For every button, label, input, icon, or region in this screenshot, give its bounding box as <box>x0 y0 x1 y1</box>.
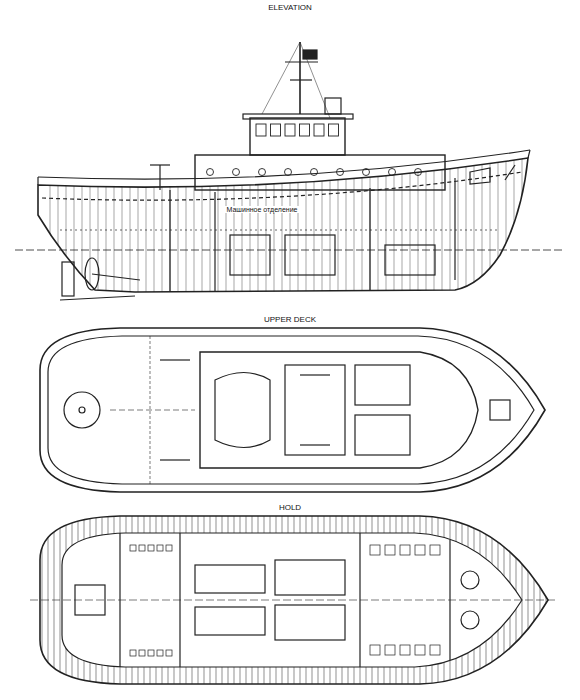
upper-deck-plan <box>40 328 545 492</box>
elevation-view <box>15 42 565 300</box>
view-title: ELEVATION <box>266 4 314 12</box>
compartment-label: Машинное отделение <box>225 206 300 213</box>
view-title: HOLD <box>277 504 303 512</box>
view-title: UPPER DECK <box>262 316 318 324</box>
hold-plan <box>30 510 555 690</box>
